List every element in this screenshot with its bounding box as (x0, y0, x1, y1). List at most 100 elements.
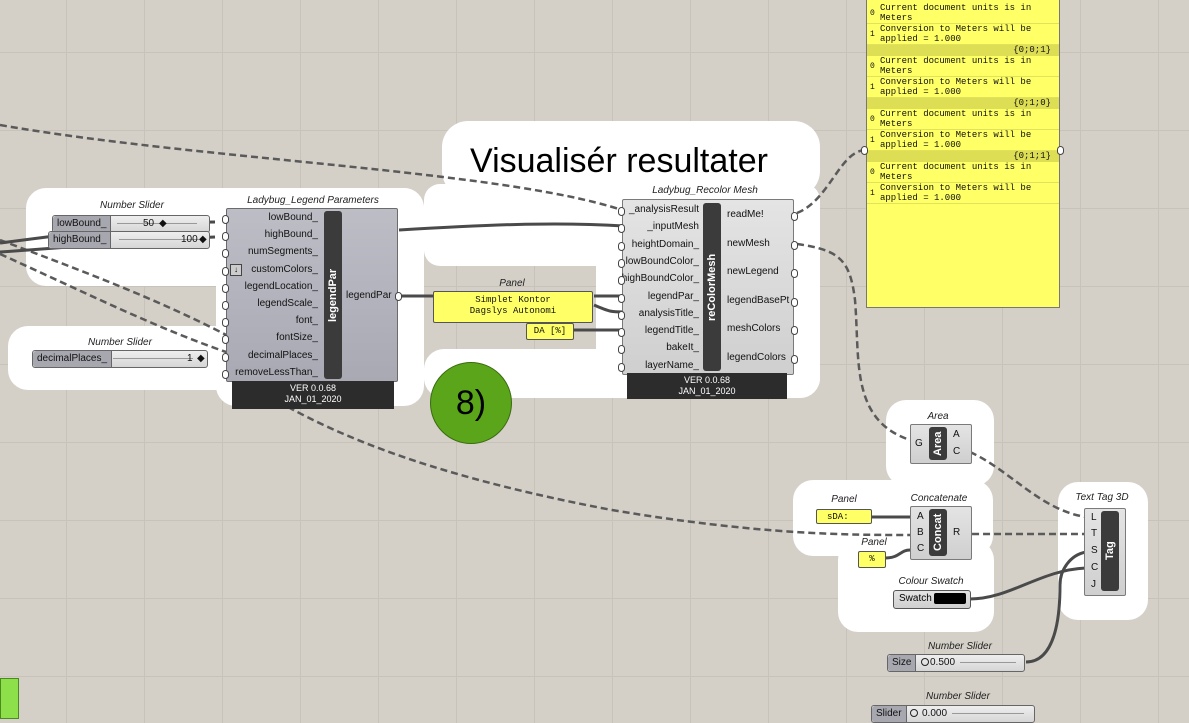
recolor-version-number: VER 0.0.68 (683, 375, 731, 385)
readme-panel-input-port[interactable] (861, 146, 868, 155)
high-bound-slider[interactable]: highBound_ 100 ◆ (48, 231, 210, 249)
decimal-slider-title: Number Slider (88, 337, 152, 348)
page-title: Visualisér resultater (470, 142, 768, 180)
recolor-input-inputMesh: _inputMesh (647, 221, 699, 233)
concat-title: Concatenate (910, 493, 968, 504)
readme-row: 1 Conversion to Meters will be applied = … (867, 24, 1059, 45)
sda-panel[interactable]: sDA: (816, 509, 872, 524)
recolor-output-port[interactable] (791, 326, 798, 336)
readme-panel-output-port[interactable] (1057, 146, 1064, 155)
readme-row-index: 1 (870, 136, 875, 145)
readme-row-text: Conversion to Meters will be applied = 1… (880, 24, 1032, 44)
readme-row-index: 0 (870, 62, 875, 71)
recolor-output-meshColors: meshColors (727, 323, 781, 335)
recolor-input-port[interactable] (618, 258, 625, 268)
legend-output-port[interactable] (395, 292, 402, 301)
recolor-input-highBoundColor: highBoundColor_ (621, 273, 699, 285)
tag-input-t: T (1091, 528, 1098, 539)
legend-input-port[interactable] (222, 352, 229, 362)
size-slider-value: 0.500 (930, 657, 956, 668)
concat-input-b: B (917, 527, 924, 538)
recolor-output-legendBasePt: legendBasePt (727, 294, 790, 306)
recolor-input-port[interactable] (618, 310, 625, 320)
legend-input-legendLocation: legendLocation_ (244, 280, 318, 292)
legend-input-port[interactable] (222, 266, 229, 276)
legend-input-port[interactable] (222, 369, 229, 379)
legend-version-date: JAN_01_2020 (284, 394, 342, 404)
recolor-version: VER 0.0.68 JAN_01_2020 (627, 373, 787, 399)
recolor-input-legendPar: legendPar_ (647, 290, 699, 302)
slider-grip-icon[interactable] (910, 709, 918, 717)
legend-input-port[interactable] (222, 318, 229, 328)
colour-swatch[interactable]: Swatch (893, 590, 971, 609)
recolor-output-port[interactable] (791, 297, 798, 307)
slider-grip-icon[interactable] (921, 658, 929, 666)
legend-input-port[interactable] (222, 249, 229, 259)
readme-row-text: Current document units is in Meters (880, 3, 1032, 23)
low-bound-label: lowBound_ (53, 216, 112, 232)
legend-title-panel[interactable]: DA [%] (526, 323, 574, 340)
swatch-color-box[interactable] (934, 593, 966, 604)
sda-panel-title: Panel (831, 494, 857, 505)
area-component-name: Area (929, 427, 947, 460)
recolor-input-port[interactable] (618, 224, 625, 234)
readme-row-text: Conversion to Meters will be applied = 1… (880, 183, 1032, 203)
bottom-slider[interactable]: Slider 0.000 (871, 705, 1035, 723)
recolor-output-port[interactable] (791, 212, 798, 221)
slider-grip-icon[interactable]: ◆ (197, 353, 205, 364)
legend-input-removeLessThan: removeLessThan_ (235, 366, 318, 378)
recolor-output-port[interactable] (791, 269, 798, 279)
size-slider[interactable]: Size 0.500 (887, 654, 1025, 672)
recolor-output-legendColors: legendColors (727, 352, 786, 363)
legend-input-port[interactable] (222, 232, 229, 242)
readme-row-index: 0 (870, 168, 875, 177)
legend-input-font: font_ (295, 315, 318, 327)
readme-row-text: Conversion to Meters will be applied = 1… (880, 130, 1032, 150)
recolor-input-port[interactable] (618, 345, 625, 355)
pct-panel[interactable]: % (858, 551, 886, 568)
recolor-input-port[interactable] (618, 328, 625, 338)
tag-title: Text Tag 3D (1075, 492, 1129, 503)
offscreen-node-fragment[interactable] (0, 678, 19, 719)
tag-input-j: J (1091, 579, 1096, 590)
legend-input-port[interactable] (222, 335, 229, 345)
readme-row: 0 Current document units is in Meters (867, 162, 1059, 183)
recolor-input-port[interactable] (618, 276, 625, 286)
readme-row-index: 1 (870, 30, 875, 39)
swatch-label: Swatch (899, 593, 932, 604)
title-panel[interactable]: Simplet Kontor Dagslys Autonomi (433, 291, 593, 323)
recolor-input-port[interactable] (618, 241, 625, 251)
slider-grip-icon[interactable]: ◆ (199, 234, 207, 245)
readme-row-index: 1 (870, 189, 875, 198)
recolor-input-bakeIt: bakeIt_ (666, 342, 699, 354)
legend-parameters-component[interactable] (226, 208, 398, 382)
legend-version-number: VER 0.0.68 (289, 383, 337, 393)
low-bound-value: 50 (143, 218, 155, 229)
legend-input-port[interactable] (222, 215, 229, 224)
slider-grip-icon[interactable]: ◆ (159, 218, 167, 229)
area-input-g: G (915, 438, 923, 449)
readme-branch-path: {0;1;0} (867, 98, 1059, 109)
legend-input-port[interactable] (222, 301, 229, 310)
area-title: Area (927, 411, 949, 422)
recolor-input-port[interactable] (618, 293, 625, 303)
recolor-output-newLegend: newLegend (727, 266, 779, 278)
recolor-input-port[interactable] (618, 362, 625, 372)
recolor-output-port[interactable] (791, 240, 798, 250)
recolor-input-heightDomain: heightDomain_ (631, 238, 699, 250)
recolor-input-port[interactable] (618, 207, 625, 216)
tag-input-l: L (1091, 512, 1097, 523)
legend-input-port[interactable] (222, 283, 229, 293)
readme-row-text: Current document units is in Meters (880, 162, 1032, 182)
decimal-places-slider[interactable]: decimalPlaces_ 1 ◆ (32, 350, 208, 368)
readme-row-text: Conversion to Meters will be applied = 1… (880, 77, 1032, 97)
recolor-output-port[interactable] (791, 355, 798, 364)
high-bound-label: highBound_ (49, 232, 112, 248)
decimal-places-label: decimalPlaces_ (33, 351, 113, 367)
size-slider-title: Number Slider (928, 641, 992, 652)
step-badge: 8) (430, 362, 512, 444)
